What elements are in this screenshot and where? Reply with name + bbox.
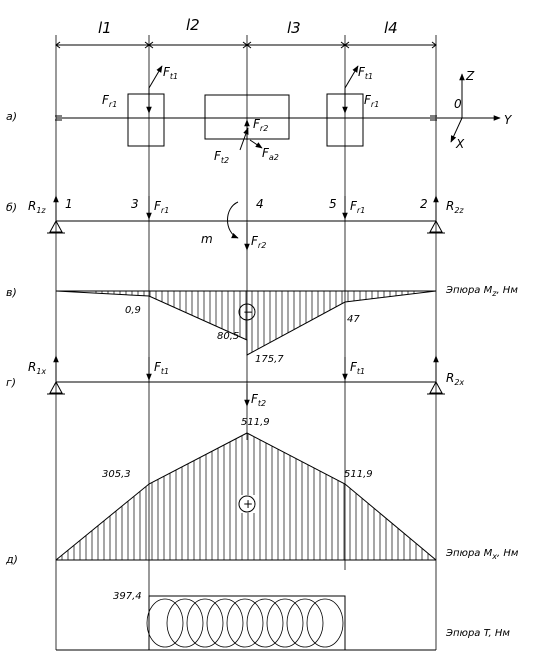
axis-z-label: Z [465,69,475,83]
force-ft2-d-label: Ft2 [251,392,266,408]
row-f-torque-diagram: 397,4 Эпюра T, Нм [56,591,510,651]
point-2-label: 2 [420,197,428,211]
axis-origin-label: 0 [454,97,462,111]
row-label-a: а) [6,110,17,123]
row-c-moment-mz-diagram: в) − 0,9 80,5 175,7 47 Эпюра Mz, Нм [6,285,518,365]
force-ft1-label: Ft1 [163,65,178,81]
axis-y-label: Y [504,113,513,127]
point-3-label: 3 [131,197,139,211]
axis-x-label: X [455,137,465,151]
reaction-r1z-label: R1z [28,199,46,215]
row-label-b: б) [6,201,17,214]
row-label-c: в) [6,286,17,299]
row-d-horizontal-loading: г) R1x R2x Ft1 Ft1 Ft2 [6,355,464,408]
sign-mz: − [243,305,253,319]
torque-hatch-loop [186,598,224,648]
mx-value-2: 511,9 [241,417,270,428]
sign-circle-mx [238,495,256,513]
reaction-r1x-label: R1x [28,360,46,376]
row-e-moment-mx-diagram: д) + 305,3 511,9 511,9 Эпюра Mx, Нм [5,417,519,566]
row-label-e: д) [5,553,18,566]
reaction-r2z-label: R2z [446,199,464,215]
mx-caption: Эпюра Mx, Нм [445,548,519,561]
sign-mx: + [243,497,253,511]
row-a-shaft-scheme: а) Ft1 Fr1 Fr2 Ft2 Fa2 Ft1 Fr1 Z 0 Y X [6,65,513,165]
mz-value-2: 80,5 [217,331,239,342]
torque-hatch-loop [286,598,324,648]
point-4-label: 4 [256,197,264,211]
force-ft1-d-label: Ft1 [154,360,169,376]
force-fr1-label: Fr1 [102,93,117,109]
force-fr2-label: Fr2 [253,117,268,133]
torque-caption: Эпюра T, Нм [445,628,510,639]
span-label-l4: l4 [384,19,398,37]
torque-hatch-loop [166,598,204,648]
mz-value-1: 0,9 [125,305,141,316]
point-1-label: 1 [65,197,73,211]
gear-1-body [127,93,165,147]
force-fa2-label: Fa2 [262,146,279,162]
point-5-label: 5 [329,197,337,211]
force-fr1-b-right-label: Fr1 [350,199,365,215]
span-label-l2: l2 [186,16,200,34]
span-label-l3: l3 [287,19,301,37]
force-fr1-right-label: Fr1 [364,93,379,109]
torque-hatch-loop [146,598,184,648]
sign-circle-mz [238,303,256,321]
force-fr1-b-label: Fr1 [154,199,169,215]
row-label-d: г) [6,376,16,389]
torque-hatch-loop [246,598,284,648]
torque-hatch-loop [206,598,244,648]
force-ft2-label: Ft2 [214,149,229,165]
torque-rect [148,595,346,651]
moment-m-label: m [201,232,213,246]
force-ft1-d-right-label: Ft1 [350,360,365,376]
mx-value-1: 305,3 [102,469,131,480]
mx-value-3: 511,9 [344,469,373,480]
span-dimensions: l1 l2 l3 l4 [55,16,437,650]
reaction-r2x-label: R2x [446,371,464,387]
torque-hatch-loop [266,598,304,648]
torque-value: 397,4 [113,591,142,602]
mz-caption: Эпюра Mz, Нм [445,285,518,298]
mz-value-3: 175,7 [255,354,284,365]
row-b-vertical-loading: б) R1z R2z Fr1 Fr1 Fr2 m 1 3 4 5 2 [6,195,464,251]
torque-hatch-loop [306,598,344,648]
force-fr2-b-label: Fr2 [251,234,266,250]
force-ft1-right-label: Ft1 [358,65,373,81]
torque-hatch-loop [226,598,264,648]
span-label-l1: l1 [98,19,112,37]
mz-value-4: 47 [347,314,360,325]
